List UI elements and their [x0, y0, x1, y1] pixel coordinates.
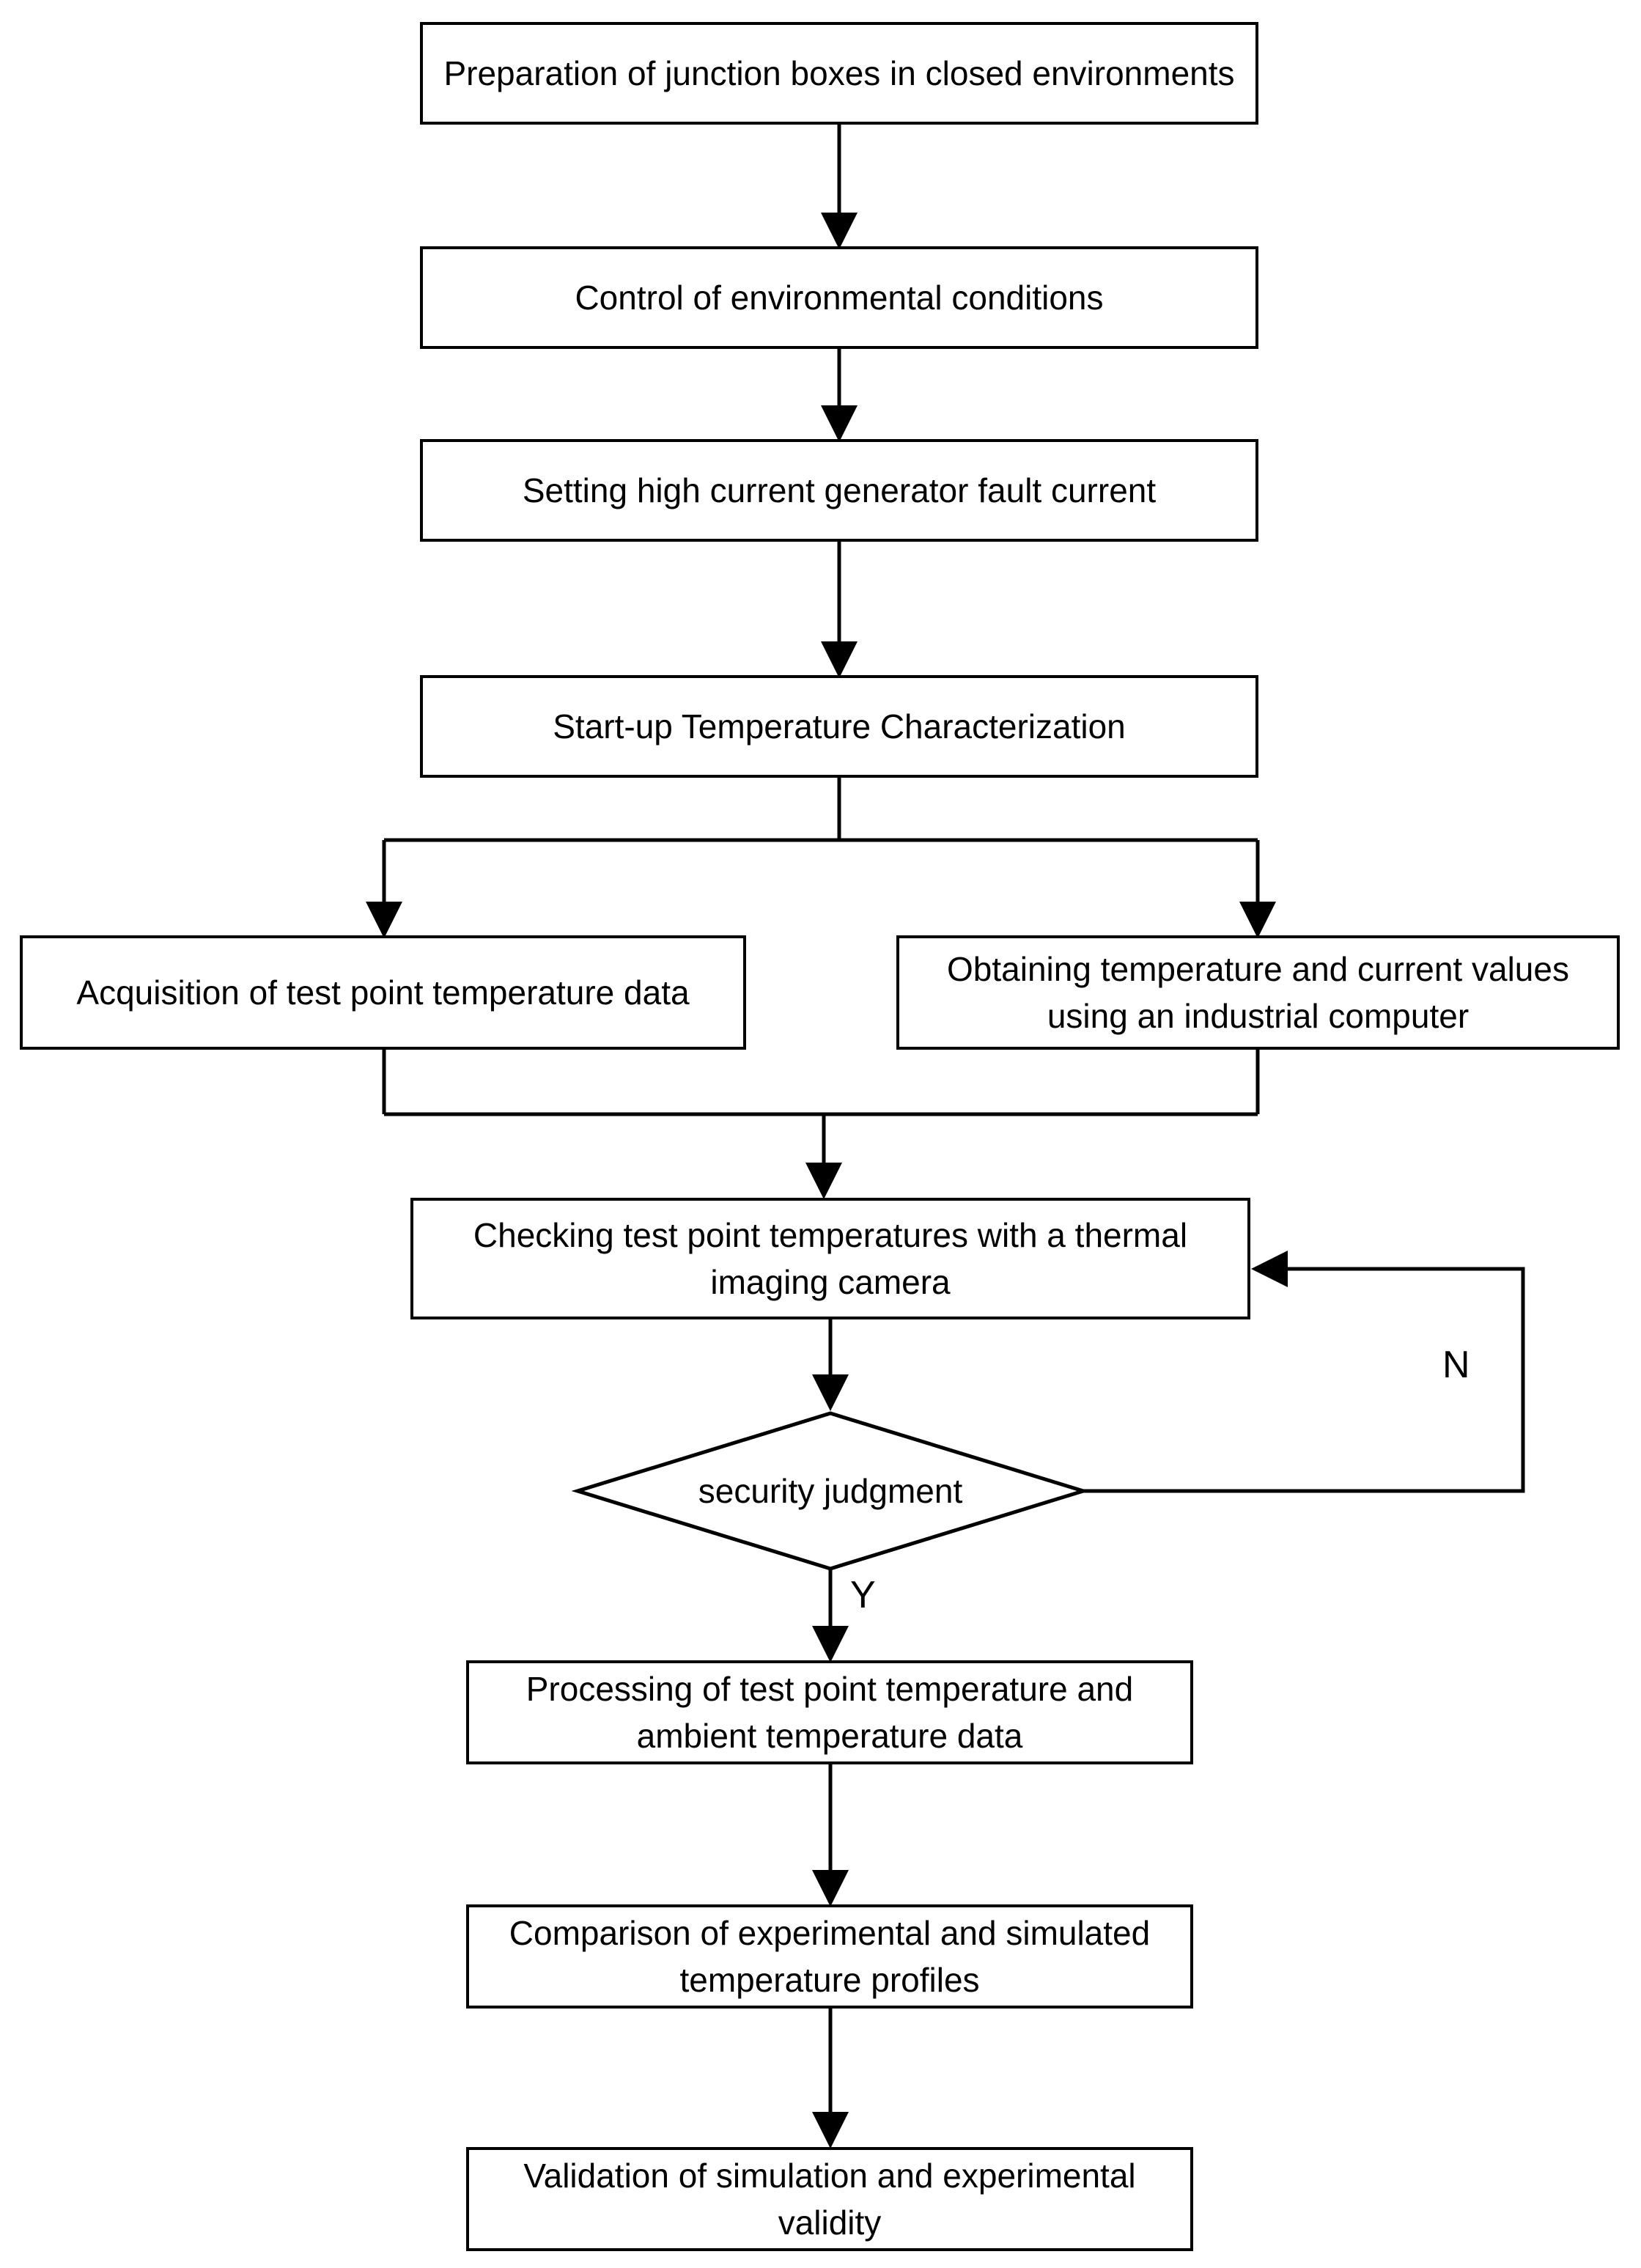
step-comparison-box: Comparison of experimental and simulated… — [466, 1904, 1193, 2009]
step-acquisition-box: Acquisition of test point temperature da… — [20, 935, 746, 1050]
step-control-box: Control of environmental conditions — [420, 246, 1258, 349]
loop-no-path — [1083, 1251, 1525, 1493]
step-prepare-box: Preparation of junction boxes in closed … — [420, 22, 1258, 125]
step-startup-box: Start-up Temperature Characterization — [420, 675, 1258, 778]
no-branch-label: N — [1442, 1344, 1470, 1386]
step-setting-box: Setting high current generator fault cur… — [420, 439, 1258, 542]
step-checking-box: Checking test point temperatures with a … — [410, 1198, 1250, 1319]
decision-label: security judgment — [698, 1472, 963, 1510]
step-obtaining-box: Obtaining temperature and current values… — [896, 935, 1620, 1050]
yes-branch-label: Y — [850, 1574, 876, 1616]
step-validation-box: Validation of simulation and experimenta… — [466, 2147, 1193, 2251]
step-processing-box: Processing of test point temperature and… — [466, 1660, 1193, 1764]
